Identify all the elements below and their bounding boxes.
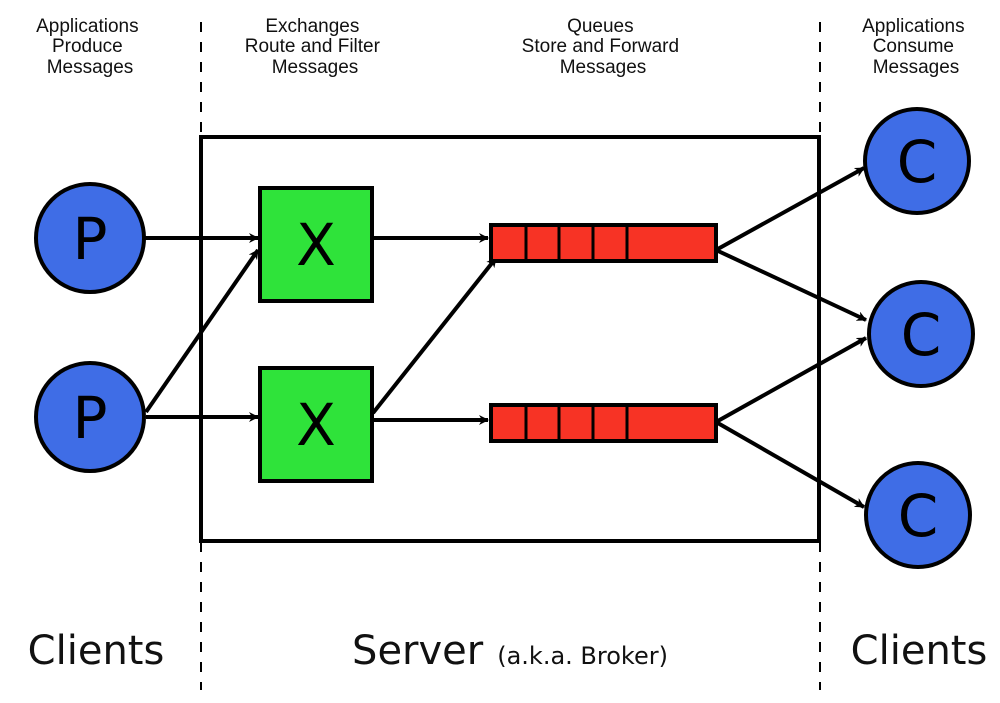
exchange-2-box <box>258 366 374 483</box>
exchange-1-box <box>258 186 374 303</box>
arrow-q2-to-c3 <box>715 420 865 509</box>
exchange-1-label: X <box>296 211 336 279</box>
arrow-p2-to-x1 <box>144 248 260 414</box>
arrow-q1-to-c1 <box>715 166 865 252</box>
producer-1-circle <box>34 182 146 294</box>
consumer-1: C <box>863 107 971 215</box>
header-consumers: Applications Consume Messages <box>862 16 970 78</box>
arrow-q2-to-c2 <box>715 336 867 424</box>
producer-2-label: P <box>73 384 108 452</box>
consumer-1-circle <box>863 107 971 215</box>
producer-2-circle <box>34 361 146 473</box>
arrows <box>144 166 867 509</box>
header-exchanges: Exchanges Route and Filter Messages <box>245 16 385 78</box>
consumer-3-circle <box>864 461 972 569</box>
consumer-3-label: C <box>898 482 939 550</box>
queue-2 <box>489 403 718 443</box>
footer-server: Server (a.k.a. Broker) <box>352 628 668 674</box>
arrow-q1-to-c2 <box>715 248 867 322</box>
header-producers: Applications Produce Messages <box>36 16 144 78</box>
consumer-2-circle <box>867 280 975 388</box>
producer-1: P <box>34 182 146 294</box>
exchange-2-label: X <box>296 391 336 459</box>
exchange-2: X <box>258 366 374 483</box>
queue-2-body <box>489 403 718 443</box>
footer-left-clients: Clients <box>28 628 165 674</box>
footer-right-clients: Clients <box>851 628 988 674</box>
producer-2: P <box>34 361 146 473</box>
footer-server-aka: (a.k.a. Broker) <box>497 642 668 670</box>
consumer-2-label: C <box>901 301 942 369</box>
consumer-2: C <box>867 280 975 388</box>
header-queues: Queues Store and Forward Messages <box>522 16 685 78</box>
server-box <box>199 135 821 543</box>
footer-server-label: Server <box>352 628 484 674</box>
queue-1-body <box>489 223 718 263</box>
exchange-1: X <box>258 186 374 303</box>
producer-1-label: P <box>73 205 108 273</box>
consumer-1-label: C <box>897 128 938 196</box>
arrow-x2-to-q1 <box>371 256 498 415</box>
queue-1 <box>489 223 718 263</box>
consumer-3: C <box>864 461 972 569</box>
